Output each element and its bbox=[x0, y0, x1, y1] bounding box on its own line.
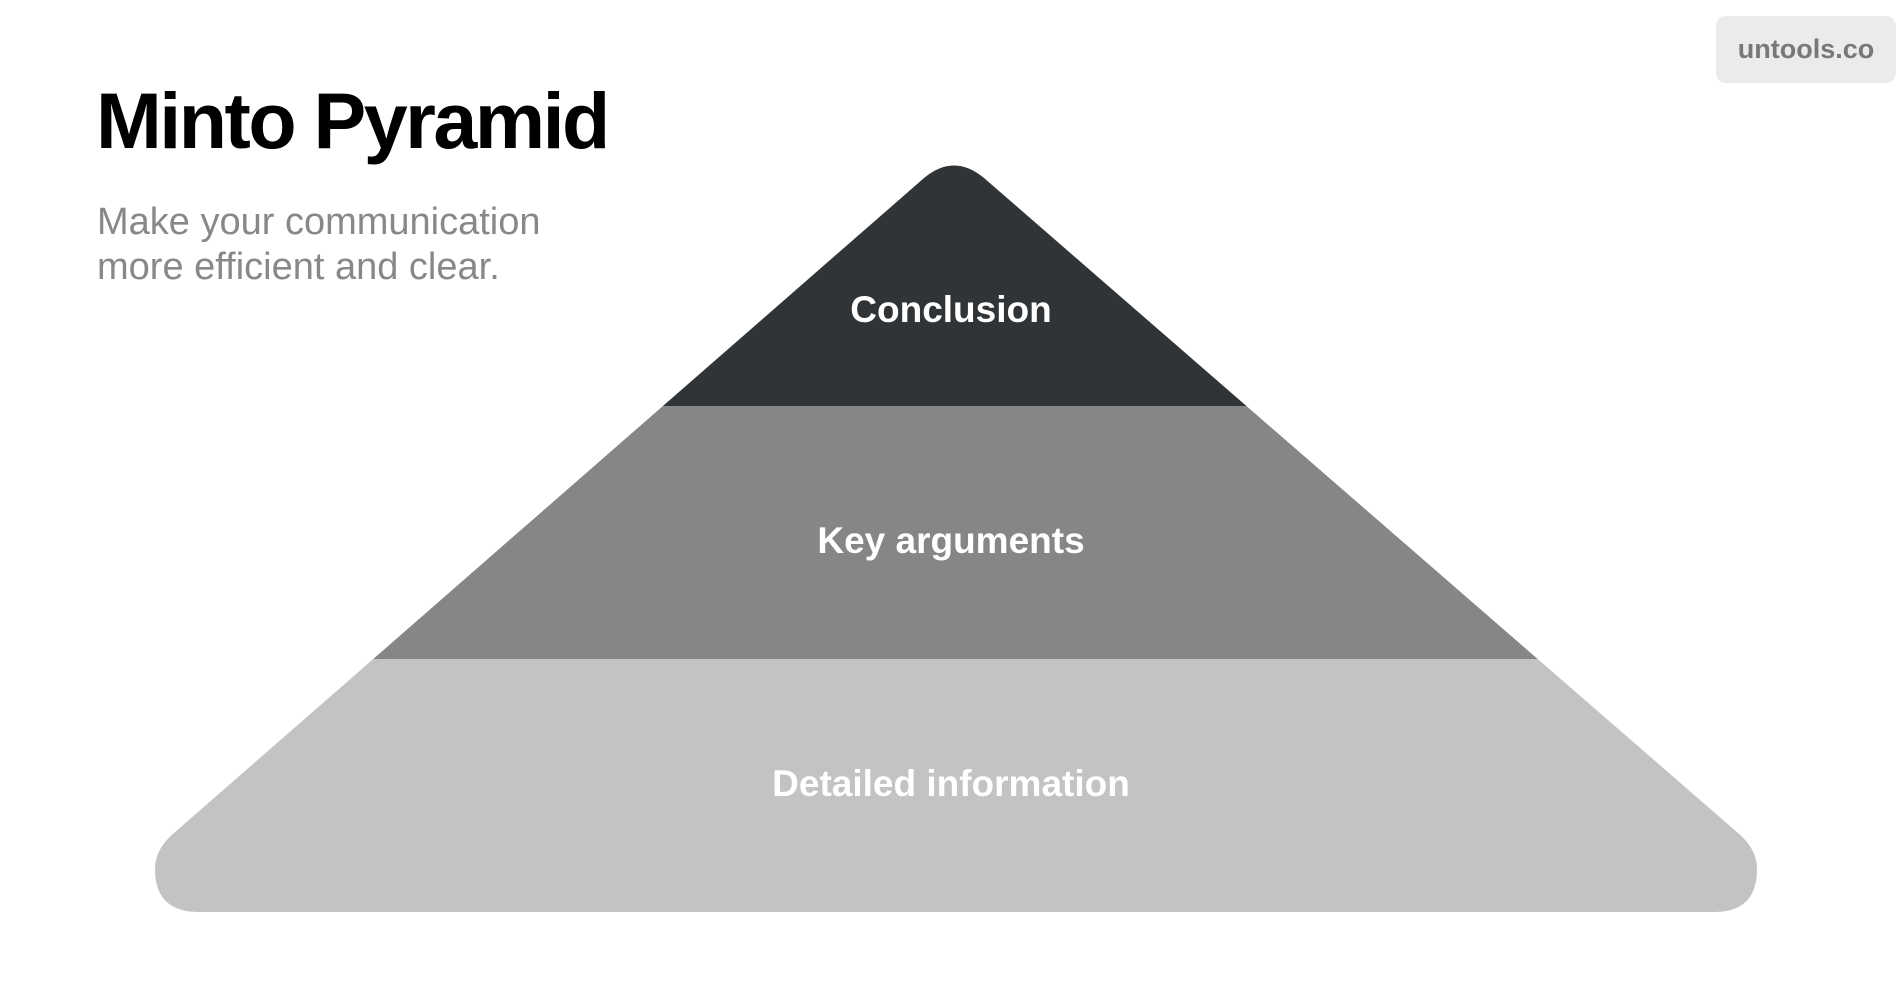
page-title: Minto Pyramid bbox=[96, 76, 610, 165]
subtitle-line-1: Make your communication bbox=[97, 201, 541, 243]
conclusion-label: Conclusion bbox=[850, 289, 1051, 330]
pyramid-tier-conclusion bbox=[155, 165, 1757, 406]
untools-link-button[interactable]: untools.co bbox=[1716, 16, 1896, 83]
subtitle-line-2: more efficient and clear. bbox=[97, 246, 500, 288]
detailed-information-label: Detailed information bbox=[772, 763, 1130, 804]
key-arguments-label: Key arguments bbox=[817, 520, 1084, 561]
pyramid-tier-detailed-information bbox=[155, 659, 1757, 912]
page-subtitle: Make your communication more efficient a… bbox=[97, 200, 617, 290]
